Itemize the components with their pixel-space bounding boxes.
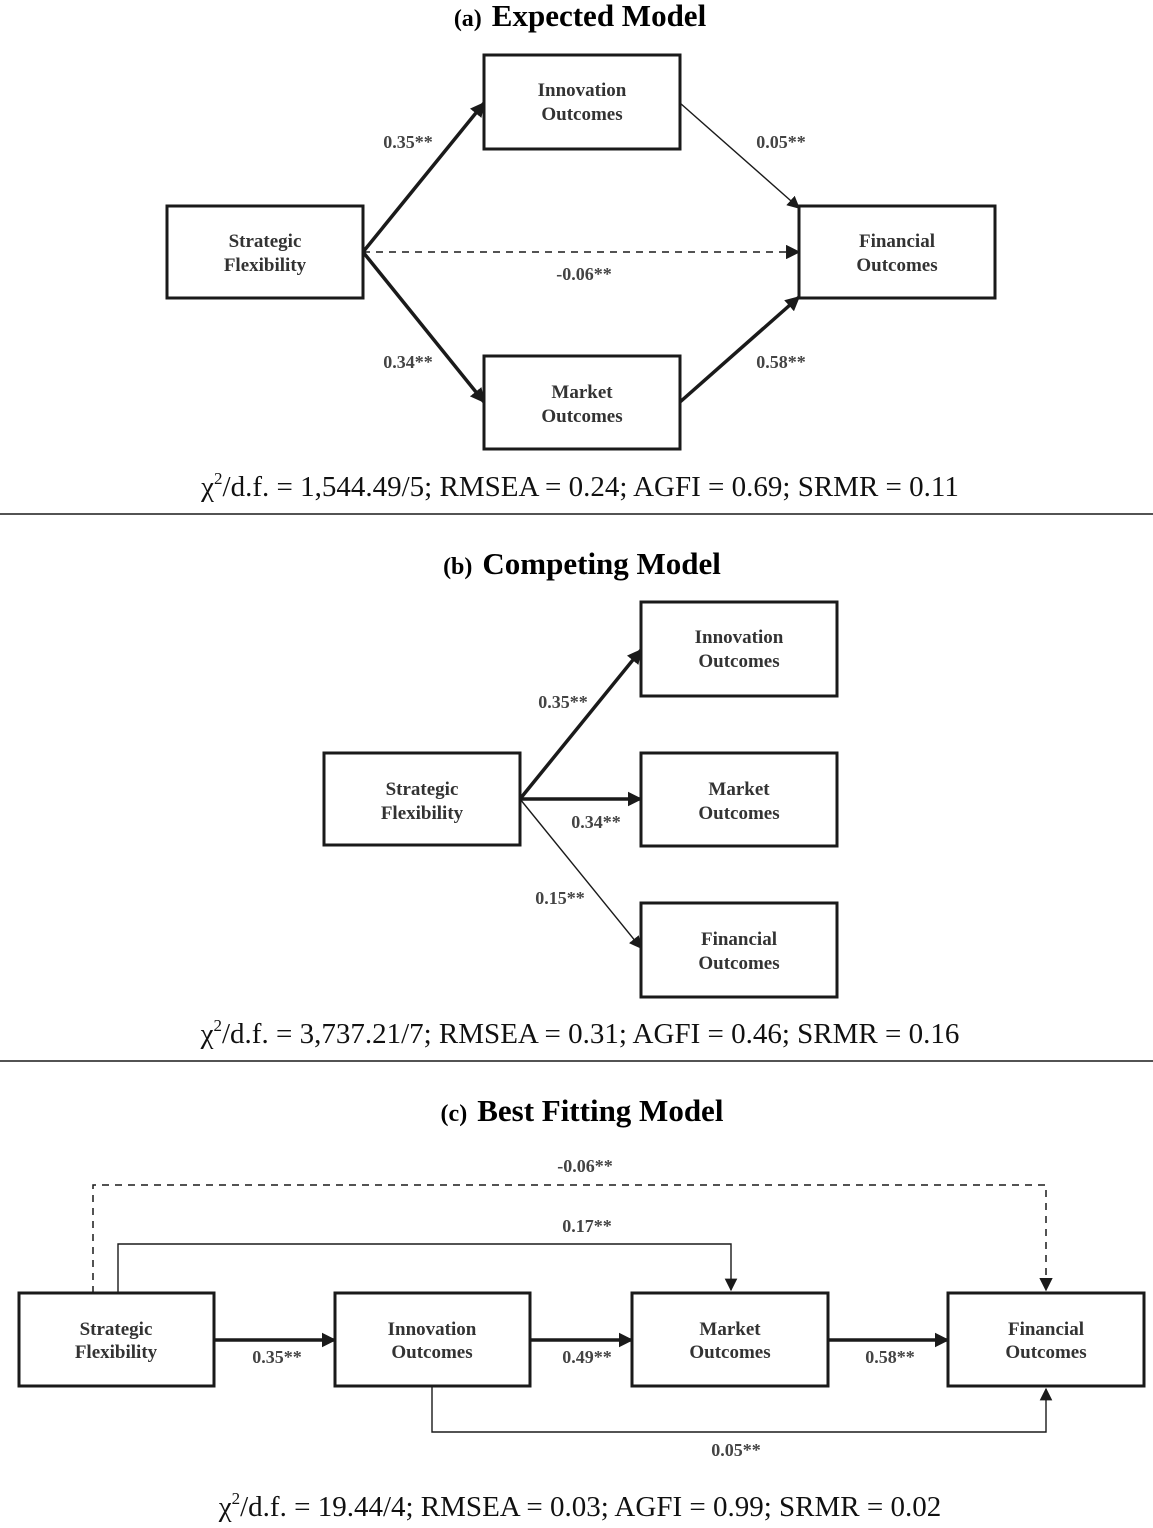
panel-c-title-main: Best Fitting Model <box>477 1093 724 1128</box>
node-b-financial-outcomes: Financial Outcomes <box>639 901 839 999</box>
coef-a-sf-io: 0.35** <box>383 132 433 152</box>
coef-c-io-mo: 0.49** <box>562 1347 612 1367</box>
node-a-financial-outcomes: Financial Outcomes <box>797 204 997 300</box>
coef-a-mo-fo: 0.58** <box>756 352 806 372</box>
coef-c-sf-io: 0.35** <box>252 1347 302 1367</box>
coef-b-sf-io: 0.35** <box>538 692 588 712</box>
node-label-line2: Flexibility <box>381 803 464 824</box>
node-label-line1: Strategic <box>80 1319 153 1340</box>
fit-stats-text: /d.f. = 3,737.21/7; RMSEA = 0.31; AGFI =… <box>222 1018 959 1050</box>
node-label-line1: Market <box>708 779 770 800</box>
node-b-market-outcomes: Market Outcomes <box>639 751 839 848</box>
chi-superscript: 2 <box>214 469 223 488</box>
path-c-io-fo <box>431 1386 1053 1433</box>
fit-stats-text: /d.f. = 19.44/4; RMSEA = 0.03; AGFI = 0.… <box>240 1491 941 1523</box>
node-label-line2: Outcomes <box>698 803 779 824</box>
node-label-line1: Strategic <box>386 779 459 800</box>
coef-a-sf-fo: -0.06** <box>556 264 612 284</box>
fit-stats-a: χ2/d.f. = 1,544.49/5; RMSEA = 0.24; AGFI… <box>200 469 959 503</box>
fit-stats-c: χ2/d.f. = 19.44/4; RMSEA = 0.03; AGFI = … <box>218 1489 941 1523</box>
node-label-line2: Outcomes <box>541 104 622 125</box>
path-c-sf-mo <box>117 1243 738 1293</box>
node-label-line1: Market <box>551 382 613 403</box>
node-label-line1: Innovation <box>388 1319 477 1340</box>
path-a-mo-fo <box>678 295 801 404</box>
coef-c-sf-mo: 0.17** <box>562 1216 612 1236</box>
node-label-line2: Outcomes <box>391 1342 472 1363</box>
node-b-strategic-flexibility: Strategic Flexibility <box>322 751 522 847</box>
panel-a-title-main: Expected Model <box>492 0 707 33</box>
node-c-financial-outcomes: Financial Outcomes <box>946 1291 1146 1388</box>
panel-a-title-prefix: (a) <box>454 6 482 32</box>
node-label-line1: Financial <box>1008 1319 1084 1340</box>
panel-b-title-prefix: (b) <box>443 554 472 580</box>
panel-b: (b) Competing Model Strategic Flexibilit… <box>200 546 960 1050</box>
panel-b-title-main: Competing Model <box>482 546 721 581</box>
chi-superscript: 2 <box>214 1016 223 1035</box>
node-label-line2: Outcomes <box>856 255 937 276</box>
panel-a: (a) Expected Model Strategic Flexibility… <box>165 0 997 503</box>
chi-superscript: 2 <box>232 1489 241 1508</box>
node-c-market-outcomes: Market Outcomes <box>630 1291 830 1388</box>
chi-symbol: χ <box>200 1018 214 1050</box>
node-label-line1: Financial <box>859 231 935 252</box>
chi-symbol: χ <box>218 1491 232 1523</box>
coef-c-sf-fo: -0.06** <box>557 1156 613 1176</box>
fit-stats-b: χ2/d.f. = 3,737.21/7; RMSEA = 0.31; AGFI… <box>200 1016 960 1050</box>
coef-a-io-fo: 0.05** <box>756 132 806 152</box>
path-c-sf-fo <box>92 1184 1053 1293</box>
node-label-line2: Flexibility <box>224 255 307 276</box>
panel-a-title: (a) Expected Model <box>454 0 707 33</box>
node-a-innovation-outcomes: Innovation Outcomes <box>482 53 682 151</box>
path-a-sf-mo <box>361 250 486 404</box>
fit-stats-text: /d.f. = 1,544.49/5; RMSEA = 0.24; AGFI =… <box>223 471 959 503</box>
path-a-io-fo <box>679 102 800 209</box>
chi-symbol: χ <box>200 471 214 503</box>
path-b-sf-fo <box>519 798 642 949</box>
node-a-strategic-flexibility: Strategic Flexibility <box>165 204 365 300</box>
node-c-strategic-flexibility: Strategic Flexibility <box>17 1291 216 1388</box>
node-a-market-outcomes: Market Outcomes <box>482 354 682 451</box>
coef-c-mo-fo: 0.58** <box>865 1347 915 1367</box>
node-label-line1: Strategic <box>229 231 302 252</box>
panel-c: (c) Best Fitting Model Strategic Flexibi… <box>17 1093 1146 1523</box>
coef-a-sf-mo: 0.34** <box>383 352 433 372</box>
coef-c-io-fo: 0.05** <box>711 1440 761 1460</box>
node-label-line2: Flexibility <box>75 1342 158 1363</box>
node-b-innovation-outcomes: Innovation Outcomes <box>639 600 839 698</box>
panel-c-title: (c) Best Fitting Model <box>441 1093 724 1128</box>
node-label-line1: Financial <box>701 929 777 950</box>
path-b-sf-io <box>518 648 643 801</box>
node-label-line2: Outcomes <box>698 953 779 974</box>
node-label-line2: Outcomes <box>698 651 779 672</box>
node-label-line2: Outcomes <box>541 406 622 427</box>
coef-b-sf-fo: 0.15** <box>535 888 585 908</box>
node-label-line2: Outcomes <box>1005 1342 1086 1363</box>
panel-b-title: (b) Competing Model <box>443 546 721 581</box>
node-label-line1: Innovation <box>695 627 784 648</box>
panel-c-title-prefix: (c) <box>441 1101 468 1127</box>
node-label-line2: Outcomes <box>689 1342 770 1363</box>
node-label-line1: Innovation <box>538 80 627 101</box>
coef-b-sf-mo: 0.34** <box>571 812 621 832</box>
node-c-innovation-outcomes: Innovation Outcomes <box>333 1291 532 1388</box>
path-a-sf-io <box>361 101 486 254</box>
node-label-line1: Market <box>699 1319 761 1340</box>
